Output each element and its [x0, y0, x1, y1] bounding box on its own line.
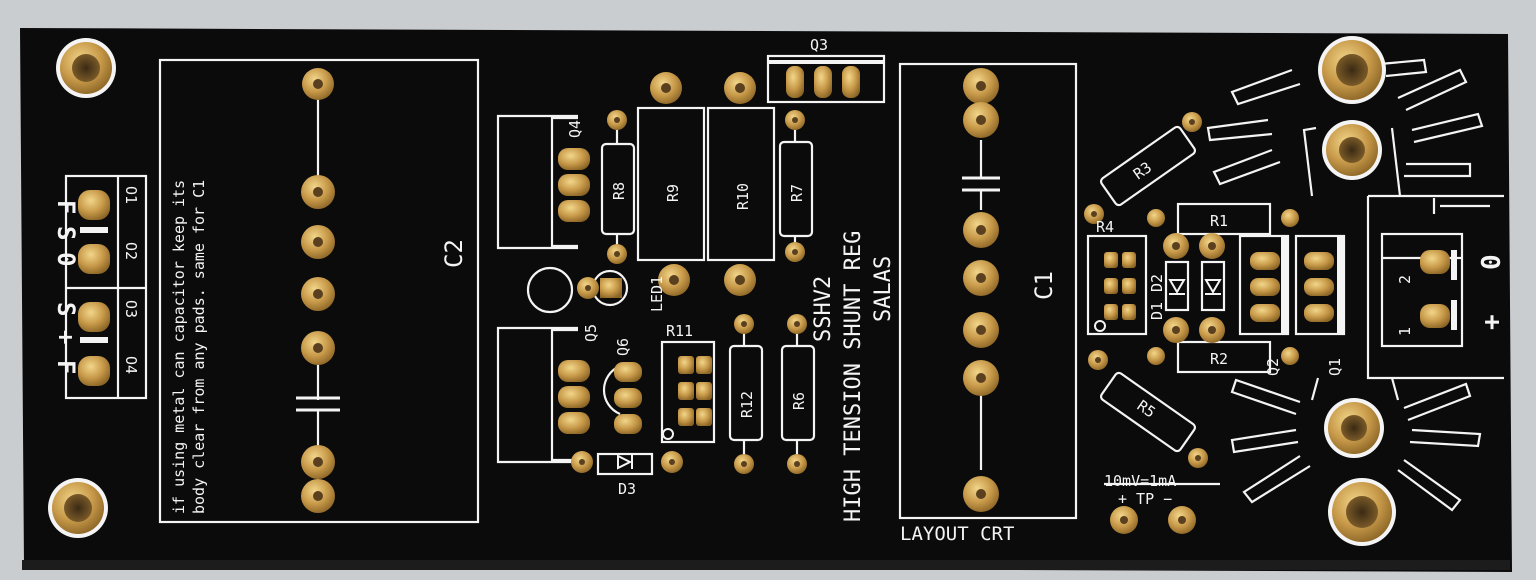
ref-r12: R12 [738, 391, 756, 418]
ref-c2: C2 [440, 239, 468, 268]
tp-scale-label: 10mV=1mA [1104, 472, 1176, 490]
right-symbol-plus: + [1477, 314, 1507, 330]
ref-q1: Q1 [1326, 358, 1344, 376]
ref-r11: R11 [666, 322, 693, 340]
pin1-markers [662, 320, 1106, 440]
board-title-line1: HIGH TENSION SHUNT REG [841, 231, 866, 522]
capacitor-note-line2: body clear from any pads. same for C1 [190, 180, 208, 514]
ref-d3: D3 [618, 480, 636, 498]
left-label-3: S [52, 302, 80, 316]
left-label-2: 0 [52, 252, 80, 266]
heatsink-fins-top [1206, 58, 1484, 197]
ref-r8: R8 [610, 182, 628, 200]
left-label-1: S [52, 226, 80, 240]
ref-q5: Q5 [582, 324, 600, 342]
ref-c1: C1 [1030, 271, 1058, 300]
pin-label-o1: O1 [122, 186, 140, 204]
heatsink-fins-bottom [1230, 377, 1482, 512]
board-edge-highlight [22, 560, 1510, 570]
right-symbol-0: 0 [1477, 254, 1507, 270]
pin-label-o4: O4 [122, 356, 140, 374]
solder-pads [78, 66, 1450, 534]
layout-credit: LAYOUT CRT [900, 523, 1014, 545]
ref-d2: D2 [1148, 274, 1166, 292]
silkscreen-outlines [64, 54, 1504, 524]
left-connector-labels: F S 0 S + F [52, 200, 80, 374]
ref-q2: Q2 [1264, 358, 1282, 376]
ref-r6: R6 [790, 392, 808, 410]
ref-d1: D1 [1148, 302, 1166, 320]
right-pin-1: 1 [1396, 327, 1414, 336]
pin-label-o2: O2 [122, 242, 140, 260]
ref-q6: Q6 [614, 338, 632, 356]
left-label-0: F [52, 200, 80, 214]
ref-r1: R1 [1210, 212, 1228, 230]
ref-r9: R9 [664, 184, 682, 202]
mounting-holes [48, 36, 1396, 546]
left-label-5: F [52, 360, 80, 374]
diode-symbols [617, 279, 1222, 470]
capacitor-note-line1: if using metal can capacitor keep its [170, 180, 188, 514]
board-title-line3: SALAS [871, 256, 896, 322]
ref-q4: Q4 [566, 120, 584, 138]
tp-label: + TP − [1118, 490, 1172, 508]
ref-r10: R10 [734, 183, 752, 210]
ref-led1: LED1 [648, 276, 666, 312]
ref-q3: Q3 [810, 36, 828, 54]
ref-r4: R4 [1096, 218, 1114, 236]
ref-r2: R2 [1210, 350, 1228, 368]
pin-label-o3: O3 [122, 300, 140, 318]
pad-holes [313, 79, 1216, 524]
board-title-line2: SSHV2 [811, 276, 836, 342]
ref-r7: R7 [788, 184, 806, 202]
pcb-board [20, 28, 1512, 572]
right-pin-2: 2 [1396, 275, 1414, 284]
left-label-4: + [52, 330, 80, 344]
